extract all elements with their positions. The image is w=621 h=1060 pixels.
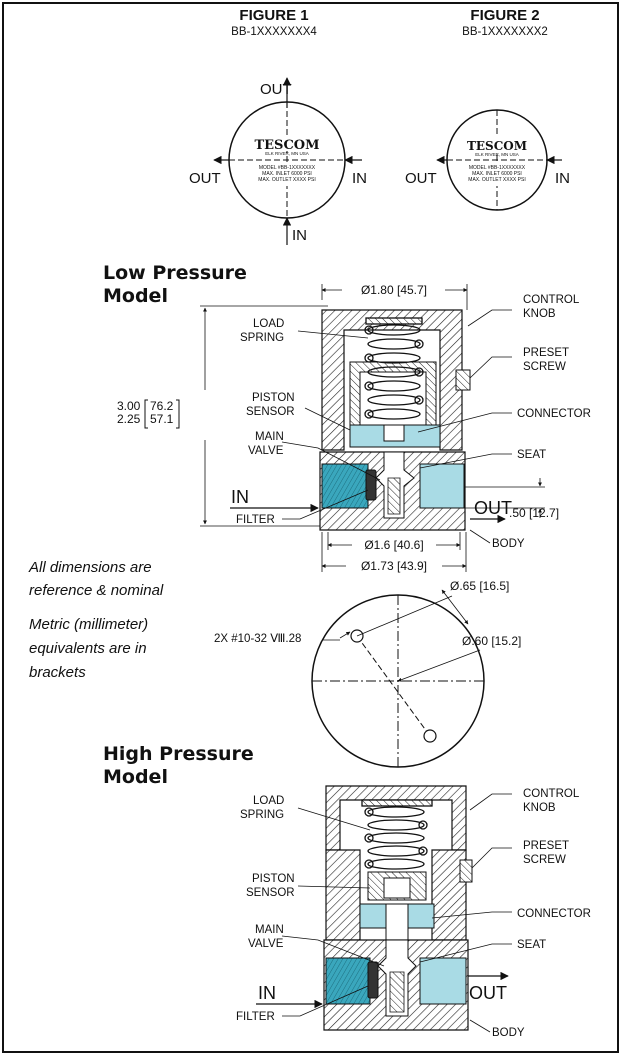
high-label-seat: SEAT [517, 939, 546, 951]
figure-1-outlet-line: MAX. OUTLET XXXX PSI [258, 177, 315, 183]
note-1-line2: reference & nominal [29, 582, 164, 599]
note-1-line1: All dimensions are [28, 559, 152, 576]
figure-2-outlet-line: MAX. OUTLET XXXX PSI [468, 177, 525, 183]
high-load-spring [361, 799, 433, 870]
high-label-piston-1: PISTON [252, 873, 295, 885]
low-height-a-mm: 76.2 [150, 399, 174, 413]
low-label-main-1: MAIN [255, 431, 284, 443]
low-dia-top: Ø1.80 [45.7] [361, 283, 427, 297]
mounting-hole-2 [423, 729, 437, 743]
figure-1: FIGURE 1 BB-1XXXXXXX4 OUT OUT IN IN TESC… [189, 7, 367, 245]
figure-2-inlet-line: MAX. INLET 6000 PSI [472, 171, 522, 177]
figure-2: FIGURE 2 BB-1XXXXXXX2 OUT IN TESCOM ELK … [405, 7, 570, 211]
low-dia-mid: Ø1.6 [40.6] [364, 538, 423, 552]
low-label-load-1: LOAD [253, 318, 284, 330]
figure-2-out-left-label: OUT [405, 170, 437, 187]
figure-1-out-left-label: OUT [189, 170, 221, 187]
notes: All dimensions are reference & nominal M… [28, 559, 164, 681]
low-port-dim: .50 [12.7] [509, 506, 559, 520]
low-label-piston-1: PISTON [252, 392, 295, 404]
high-control-knob [325, 785, 467, 851]
low-outlet-port [419, 463, 465, 509]
high-label-filter: FILTER [236, 1011, 275, 1023]
low-callouts [281, 309, 512, 544]
low-pressure-title-line2: Model [103, 285, 168, 307]
low-height-b-mm: 57.1 [150, 412, 174, 426]
figure-1-logo-sub: ELK RIVER, MN USA [265, 151, 309, 156]
low-control-knob [321, 309, 463, 451]
figure-2-code: BB-1XXXXXXX2 [462, 26, 548, 38]
figure-2-model-line: MODEL #BB-1XXXXXXX [469, 165, 526, 171]
low-label-piston-2: SENSOR [246, 406, 295, 418]
low-label-preset-2: SCREW [523, 361, 566, 373]
low-pressure-title-line1: Low Pressure [103, 262, 247, 284]
figure-1-out-top-label: OUT [260, 81, 292, 98]
high-out-label: OUT [469, 983, 507, 1003]
mounting-view: 2X #10-32 Ⅷ.28 Ø.65 [16.5] Ø.60 [15.2] [214, 579, 521, 768]
figure-2-title: FIGURE 2 [470, 7, 539, 24]
note-2-line2: equivalents are in [29, 640, 147, 657]
low-height-b: 2.25 [117, 412, 141, 426]
mounting-dia-a: Ø.65 [16.5] [450, 579, 509, 593]
figure-1-in-bottom-label: IN [292, 227, 307, 244]
high-in-label: IN [258, 983, 276, 1003]
low-inlet-port [321, 463, 369, 509]
note-2-line1: Metric (millimeter) [29, 616, 148, 633]
high-label-preset-1: PRESET [523, 840, 569, 852]
high-label-connector: CONNECTOR [517, 908, 591, 920]
low-label-load-2: SPRING [240, 332, 284, 344]
high-label-control-1: CONTROL [523, 788, 580, 800]
figure-1-logo: TESCOM [254, 138, 319, 153]
high-label-piston-2: SENSOR [246, 887, 295, 899]
high-label-control-2: KNOB [523, 802, 556, 814]
low-label-connector: CONNECTOR [517, 408, 591, 420]
figure-1-model-line: MODEL #BB-1XXXXXXX [259, 165, 316, 171]
low-dia-bot: Ø1.73 [43.9] [361, 559, 427, 573]
note-2-line3: brackets [29, 664, 86, 681]
high-label-load-1: LOAD [253, 795, 284, 807]
figure-1-code: BB-1XXXXXXX4 [231, 26, 317, 38]
low-pressure-model: Low Pressure Model Ø1.80 [45.7] 3.00 2.2… [103, 262, 591, 573]
low-load-spring [364, 317, 424, 420]
high-label-main-2: VALVE [248, 938, 284, 950]
low-in-label: IN [231, 487, 249, 507]
high-filter [367, 961, 379, 999]
low-label-main-2: VALVE [248, 445, 284, 457]
high-label-main-1: MAIN [255, 924, 284, 936]
low-label-control-2: KNOB [523, 308, 556, 320]
high-label-body: BODY [492, 1027, 525, 1039]
high-preset-screw [459, 859, 473, 883]
figure-1-in-right-label: IN [352, 170, 367, 187]
low-label-preset-1: PRESET [523, 347, 569, 359]
high-outlet-port [419, 957, 467, 1005]
mounting-dia-b: Ø.60 [15.2] [462, 634, 521, 648]
figure-2-logo: TESCOM [467, 139, 527, 153]
high-pressure-title-line1: High Pressure [103, 743, 254, 765]
mounting-holes-label: 2X #10-32 Ⅷ.28 [214, 633, 301, 645]
high-label-load-2: SPRING [240, 809, 284, 821]
figure-1-inlet-line: MAX. INLET 6000 PSI [262, 171, 312, 177]
high-pressure-model: High Pressure Model [103, 743, 591, 1039]
low-height-a: 3.00 [117, 399, 141, 413]
low-out-label: OUT [474, 498, 512, 518]
low-label-body: BODY [492, 538, 525, 550]
high-callouts [281, 793, 512, 1033]
low-label-seat: SEAT [517, 449, 546, 461]
high-label-preset-2: SCREW [523, 854, 566, 866]
figure-1-title: FIGURE 1 [239, 7, 308, 24]
figure-2-logo-sub: ELK RIVER, MN USA [475, 152, 519, 157]
high-inlet-port [325, 957, 371, 1005]
figure-2-in-right-label: IN [555, 170, 570, 187]
low-preset-screw [455, 369, 471, 391]
low-label-filter: FILTER [236, 514, 275, 526]
low-filter [365, 469, 377, 501]
high-pressure-title-line2: Model [103, 766, 168, 788]
low-label-control-1: CONTROL [523, 294, 580, 306]
